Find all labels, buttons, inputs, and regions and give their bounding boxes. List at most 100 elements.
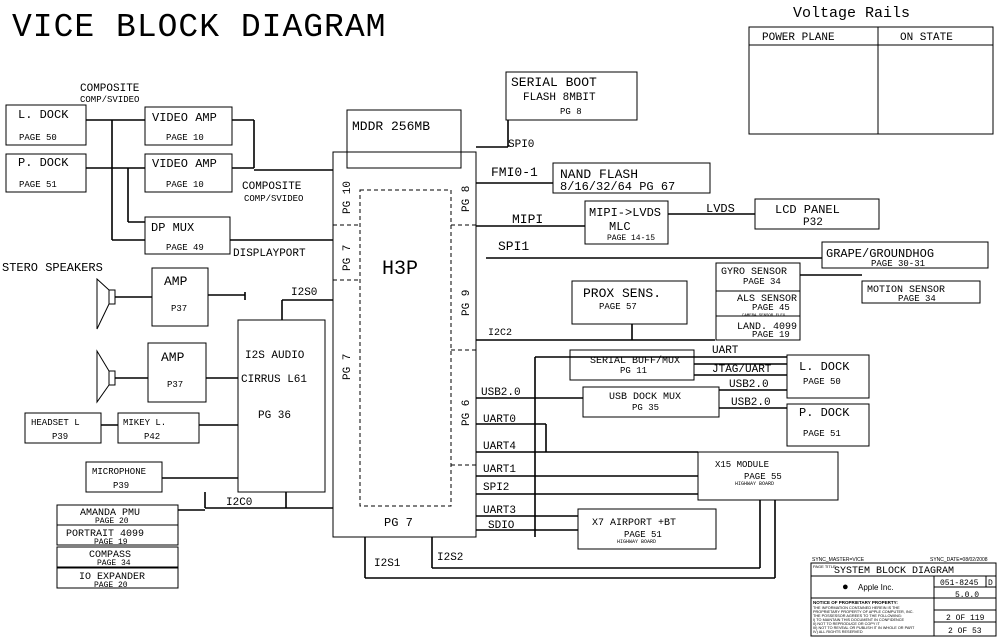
dp-mux-page: PAGE 49 <box>166 243 204 253</box>
h3p-label: H3P <box>382 258 418 281</box>
prox-box <box>571 280 688 325</box>
h3p-pg10: PG 10 <box>342 181 354 214</box>
video-amp-2-box <box>144 153 233 193</box>
title-block-rev: D <box>988 579 993 588</box>
compass-name: COMPASS <box>89 550 131 561</box>
portrait-box <box>56 524 179 546</box>
title-block-page-title: SYSTEM BLOCK DIAGRAM <box>834 566 954 577</box>
title-block-notice-line: IV) ALL RIGHTS RESERVED <box>813 630 863 634</box>
p-dock-right-name: P. DOCK <box>799 406 850 420</box>
h3p-box <box>332 151 477 538</box>
nand-flash-line1: NAND FLASH <box>560 167 638 182</box>
x15-name: X15 MODULE <box>715 460 769 470</box>
l-dock-right-name: L. DOCK <box>799 360 850 374</box>
uart3-label: UART3 <box>483 505 516 517</box>
uart1-label: UART1 <box>483 464 516 476</box>
uart0-label: UART0 <box>483 414 516 426</box>
usb-dock-mux-page: PG 35 <box>632 403 659 413</box>
h3p-partitions <box>333 189 476 507</box>
mddr-box <box>346 109 462 169</box>
lcd-panel-box <box>754 198 880 230</box>
io-expander-page: PAGE 20 <box>94 581 128 590</box>
compass-page: PAGE 34 <box>97 559 131 568</box>
mipi-label: MIPI <box>512 212 543 227</box>
title-block <box>810 562 997 637</box>
serial-boot-line1: SERIAL BOOT <box>511 75 597 90</box>
composite-top-sublabel: COMP/SVIDEO <box>80 95 139 105</box>
prox-page: PAGE 57 <box>599 302 637 312</box>
headset-name: HEADSET L <box>31 418 80 428</box>
mddr-label: MDDR 256MB <box>352 119 430 134</box>
p-dock-right-box <box>786 403 870 447</box>
land-box <box>715 315 801 341</box>
block-boxes <box>5 71 989 589</box>
composite-mid-label: COMPOSITE <box>242 181 302 193</box>
title-block-notice-line: I) TO MAINTAIN THIS DOCUMENT IN CONFIDEN… <box>813 618 904 622</box>
gyro-page: PAGE 34 <box>743 277 781 287</box>
spi0-label: SPI0 <box>508 139 534 151</box>
title-block-page-title-label: PAGE TITLE <box>813 564 836 569</box>
stereo-speakers-label: STERO SPEAKERS <box>2 261 103 275</box>
h3p-pg7b: PG 7 <box>342 354 354 380</box>
serial-buff-page: PG 11 <box>620 366 647 376</box>
title-block-sync-master: SYNC_MASTER=VICE <box>812 557 865 563</box>
video-amp-2-page: PAGE 10 <box>166 180 204 190</box>
h3p-pg6: PG 6 <box>461 400 473 426</box>
i2s-audio-page: PG 36 <box>258 410 291 422</box>
mikey-name: MIKEY L. <box>123 418 166 428</box>
voltage-rails-col-power-plane: POWER PLANE <box>762 32 835 44</box>
apple-logo-icon: ● <box>842 581 849 593</box>
connection-wires <box>86 119 862 579</box>
i2s-audio-box <box>237 319 326 493</box>
voltage-rails-title: Voltage Rails <box>793 5 910 22</box>
mipi-lvds-page: PAGE 14-15 <box>607 234 655 243</box>
l-dock-left-page: PAGE 50 <box>19 133 57 143</box>
fmi-label: FMI0-1 <box>491 165 538 180</box>
serial-boot-line2: FLASH 8MBIT <box>523 92 596 104</box>
amp-2-page: P37 <box>167 380 183 390</box>
h3p-pg7a: PG 7 <box>342 245 354 271</box>
dp-mux-box <box>144 216 231 255</box>
io-expander-name: IO EXPANDER <box>79 572 145 583</box>
title-block-version: 5.0.0 <box>955 591 979 600</box>
p-dock-left-name: P. DOCK <box>18 156 69 170</box>
nand-flash-line2: 8/16/32/64 PG 67 <box>560 180 675 194</box>
grape-page: PAGE 30-31 <box>871 259 925 269</box>
x7-page: PAGE 51 <box>624 530 662 540</box>
lcd-panel-name: LCD PANEL <box>775 203 840 217</box>
amanda-pmu-name: AMANDA PMU <box>80 508 140 519</box>
l-dock-right-page: PAGE 50 <box>803 377 841 387</box>
l-dock-right-box <box>786 354 870 399</box>
i2s0-label: I2S0 <box>291 287 317 299</box>
mikey-page: P42 <box>144 432 160 442</box>
i2c0-label: I2C0 <box>226 497 252 509</box>
uart4-label: UART4 <box>483 441 516 453</box>
i2s-audio-line1: I2S AUDIO <box>245 350 305 362</box>
amp-1-page: P37 <box>171 304 187 314</box>
compass-box <box>56 546 179 568</box>
als-note: CAMERA SENSOR FLEX <box>742 314 786 318</box>
h3p-pg8: PG 8 <box>461 186 473 212</box>
amp-1-name: AMP <box>164 274 188 289</box>
title-block-notice-line: III) NOT TO REVEAL OR PUBLISH IT IN WHOL… <box>813 626 915 630</box>
gyro-name: GYRO SENSOR <box>721 267 787 278</box>
lcd-panel-page: P32 <box>803 217 823 229</box>
mipi-lvds-box <box>584 200 669 245</box>
displayport-label: DISPLAYPORT <box>233 248 306 260</box>
l-dock-left-box <box>5 104 87 146</box>
p-dock-left-page: PAGE 51 <box>19 180 57 190</box>
grape-name: GRAPE/GROUNDHOG <box>826 247 934 261</box>
title-block-company: Apple Inc. <box>858 583 894 592</box>
mipi-lvds-line2: MLC <box>609 220 631 234</box>
microphone-name: MICROPHONE <box>92 467 146 477</box>
usb20-b-label: USB2.0 <box>731 397 771 409</box>
video-amp-2-name: VIDEO AMP <box>152 157 217 171</box>
i2s-audio-line2: CIRRUS L61 <box>241 374 307 386</box>
title-block-notice-line: THE POSSESSOR AGREES TO THE FOLLOWING: <box>813 614 902 618</box>
lvds-label: LVDS <box>706 202 735 216</box>
title-block-notice-line: PROPRIETARY PROPERTY OF APPLE COMPUTER, … <box>813 610 914 614</box>
speaker-icon-1 <box>96 277 116 330</box>
title-block-notice-line: THE INFORMATION CONTAINED HEREIN IS THE <box>813 606 900 610</box>
mikey-box <box>117 412 200 444</box>
usb-dock-mux-name: USB DOCK MUX <box>609 392 681 403</box>
